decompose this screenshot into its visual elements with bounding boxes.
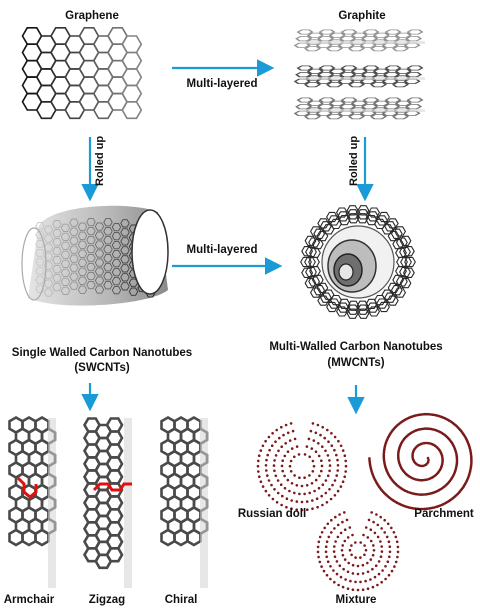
- label-chiral: Chiral: [164, 594, 198, 606]
- label-edge-top: Multi-layered: [186, 78, 258, 90]
- label-swcnt: Single Walled Carbon Nanotubes: [11, 347, 193, 359]
- label-graphene: Graphene: [65, 10, 119, 22]
- label-edge-right-down: Rolled up: [348, 135, 360, 186]
- swcnt-tube: [21, 205, 169, 306]
- graphene-sheet: [21, 26, 143, 120]
- swcnt-types-group: [8, 415, 209, 588]
- label-armchair: Armchair: [3, 594, 55, 606]
- label-parchment: Parchment: [414, 508, 474, 520]
- label-mwcnt: Multi-Walled Carbon Nanotubes: [269, 341, 443, 353]
- label-edge-left-down: Rolled up: [94, 135, 106, 186]
- mwcnt-tube: [300, 205, 416, 319]
- mwcnt-spirals-group: [256, 412, 473, 592]
- label-russian-doll: Russian doll: [237, 508, 307, 520]
- label-edge-middle: Multi-layered: [186, 244, 258, 256]
- label-mwcnt-abbr: (MWCNTs): [327, 357, 385, 369]
- label-zigzag: Zigzag: [88, 594, 126, 606]
- label-graphite: Graphite: [338, 10, 386, 22]
- label-mixture: Mixture: [335, 594, 377, 606]
- label-swcnt-abbr: (SWCNTs): [74, 362, 130, 374]
- graphite-stack: [293, 29, 425, 120]
